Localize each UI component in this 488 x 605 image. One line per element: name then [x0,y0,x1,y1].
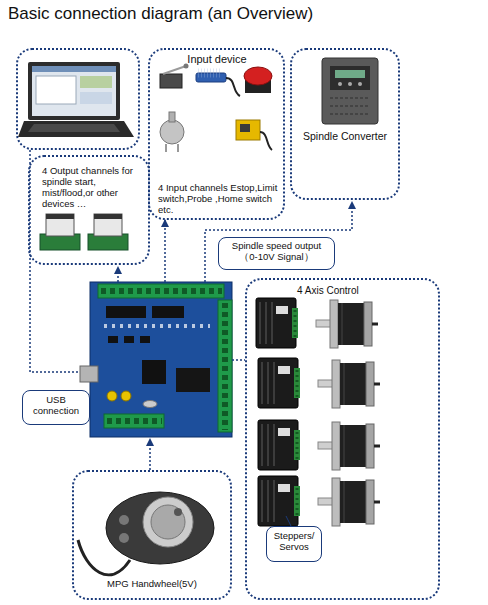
stepper-driver [258,420,300,470]
relay-top [46,214,74,219]
motor-callout: Steppers/ Servos [266,526,322,562]
resistor-row [104,324,210,328]
sensor-cable [226,78,240,96]
inductive-sensor [236,120,260,140]
inverter-vent [330,113,370,115]
converter-box: Spindle Converter [290,48,400,200]
mpg-selector [119,515,129,525]
stepper-driver [256,298,298,348]
inverter-key [348,82,352,86]
screen-panel [80,76,112,88]
spindle-wire [205,202,352,282]
stepper-driver [258,358,300,408]
inverter-panel [330,66,370,90]
mpg-wheel-hub [151,505,185,539]
micro-switch [160,74,182,88]
stepper-driver [258,476,300,526]
inverter-vent [330,105,370,107]
mpg-body [106,492,214,564]
mpg-wheel [143,497,193,547]
output-wire [117,267,119,282]
transistor [140,336,150,343]
inverter-key [358,82,362,86]
screen-titlebar [32,66,116,72]
input-wire [164,220,166,282]
switch-lever [163,66,186,74]
stepper-motor [318,360,380,408]
relay-body [46,214,74,236]
microcontroller [142,360,166,384]
sensor-thread [198,69,220,78]
laptop-base [18,121,134,137]
terminal-block [98,284,224,298]
ic-chip [152,306,184,318]
inverter-key [338,82,342,86]
pot-pin [177,144,179,152]
crystal [143,401,157,408]
capacitor [107,391,117,401]
terminal-screws [101,288,222,294]
proximity-sensor [196,73,226,82]
pcb-board [90,282,232,437]
rotary-pot [160,120,184,144]
usb-port [80,366,98,382]
screen-panel [80,92,112,104]
estop-button [244,67,272,85]
box-body: 4 Output channels for spindle start, mis… [42,166,134,210]
callout-text: USB connection [26,395,86,417]
mpg-wire [149,439,151,470]
box-heading: Input device [172,53,262,66]
ic-chip [176,368,210,392]
mpg-box: MPG Handwheel(5V) [72,470,232,600]
terminal-screws [222,303,228,430]
diagram-title: Basic connection diagram (an Overview) [8,4,313,24]
signal-callout: Spindle speed output （0-10V Signal） [218,237,335,270]
stepper-motor [316,300,378,348]
ic-chip [106,306,146,318]
sensor-face [240,124,250,132]
inverter-case [322,58,378,124]
axis-wire [232,359,245,361]
mpg-selector [119,533,129,543]
inverter-vent [330,97,370,99]
transistor [124,336,134,343]
terminal-block [104,414,164,428]
mpg-knob [174,508,182,516]
callout-text: Spindle speed output （0-10V Signal） [222,241,331,263]
box-heading: Spindle Converter [292,130,398,142]
relay-top [94,214,122,219]
axis-box: 4 Axis ControlSteppers/ Servos [245,278,440,600]
pot-shaft [169,112,175,122]
box-body: 4 Input channels Estop,Limit switch,Prob… [158,183,280,216]
sensor-cable [260,132,272,150]
usb-callout: USB connection [22,390,90,425]
relay-body [94,214,122,236]
screen-panel [36,76,76,104]
box-heading: MPG Handwheel(5V) [74,579,230,590]
stepper-motor [318,478,380,526]
terminal-screws [107,418,162,424]
laptop-keyboard [28,124,120,132]
pot-pin [165,144,167,152]
capacitor [121,391,131,401]
terminal-block [218,300,232,432]
output-box: 4 Output channels for spindle start, mis… [28,155,150,265]
box-heading: 4 Axis Control [297,285,387,297]
stepper-motor [318,422,380,470]
laptop-lid [28,62,120,120]
transistor [108,336,118,343]
input-box: Input device 4 Input channels Estop,Limit… [148,48,285,220]
inverter-display [335,70,365,78]
laptop-screen [32,66,116,116]
callout-text: Steppers/ Servos [269,531,319,553]
